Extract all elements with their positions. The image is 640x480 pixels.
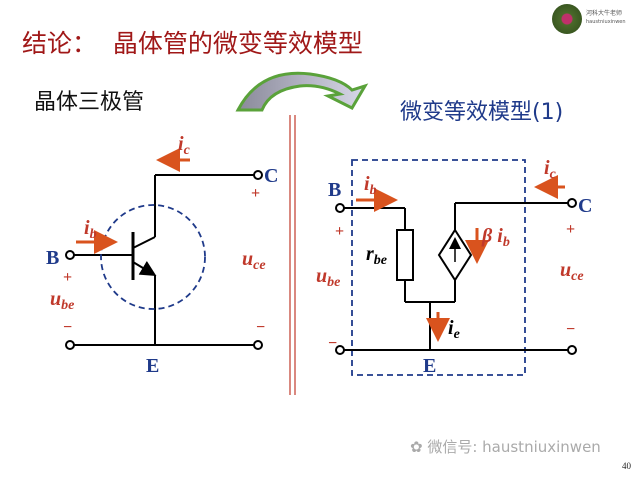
ie-label: ie xyxy=(448,317,460,342)
wechat-icon: ✿ xyxy=(410,438,428,456)
left-circuit xyxy=(65,148,263,350)
right-minus-b: − xyxy=(328,335,337,352)
logo-id: haustniuxinwen xyxy=(586,19,626,25)
left-ic-label: ic xyxy=(178,133,191,158)
right-ic-label: ic xyxy=(544,157,557,182)
logo-avatar xyxy=(552,4,582,34)
right-ube-label: ube xyxy=(316,265,340,290)
left-ib-label: ib xyxy=(84,217,97,242)
page-number: 40 xyxy=(622,461,631,471)
transform-arrow-icon xyxy=(235,71,369,112)
right-c-label: C xyxy=(578,195,592,217)
left-b-label: B xyxy=(46,247,59,269)
right-plus-c: + xyxy=(566,221,575,238)
right-circuit xyxy=(335,159,577,376)
watermark-text: 微信号: haustniuxinwen xyxy=(427,438,601,456)
rbe-label: rbe xyxy=(366,243,387,268)
right-uce-label: uce xyxy=(560,259,584,284)
model-heading: 微变等效模型(1) xyxy=(400,100,564,125)
left-minus-c: − xyxy=(256,319,265,336)
right-plus-b: + xyxy=(335,223,344,240)
right-e-label: E xyxy=(423,355,436,377)
divider xyxy=(289,115,296,395)
beta-ib-label: β ib xyxy=(481,225,510,250)
left-plus-c: + xyxy=(251,185,260,202)
left-uce-label: uce xyxy=(242,248,266,273)
left-ube-label: ube xyxy=(50,288,74,313)
right-ib-label: ib xyxy=(364,173,377,198)
logo-name: 河科大牛老师 xyxy=(586,10,623,17)
left-minus-b: − xyxy=(63,319,72,336)
rbe-resistor xyxy=(396,229,414,281)
right-b-label: B xyxy=(328,179,341,201)
left-e-label: E xyxy=(146,355,159,377)
left-plus-b: + xyxy=(63,269,72,286)
right-minus-c: − xyxy=(566,321,575,338)
left-c-label: C xyxy=(264,165,278,187)
watermark: ✿ 微信号: haustniuxinwen xyxy=(410,438,601,456)
transistor-heading: 晶体三极管 xyxy=(34,90,145,115)
slide-title: 结论： 晶体管的微变等效模型 xyxy=(22,29,363,58)
